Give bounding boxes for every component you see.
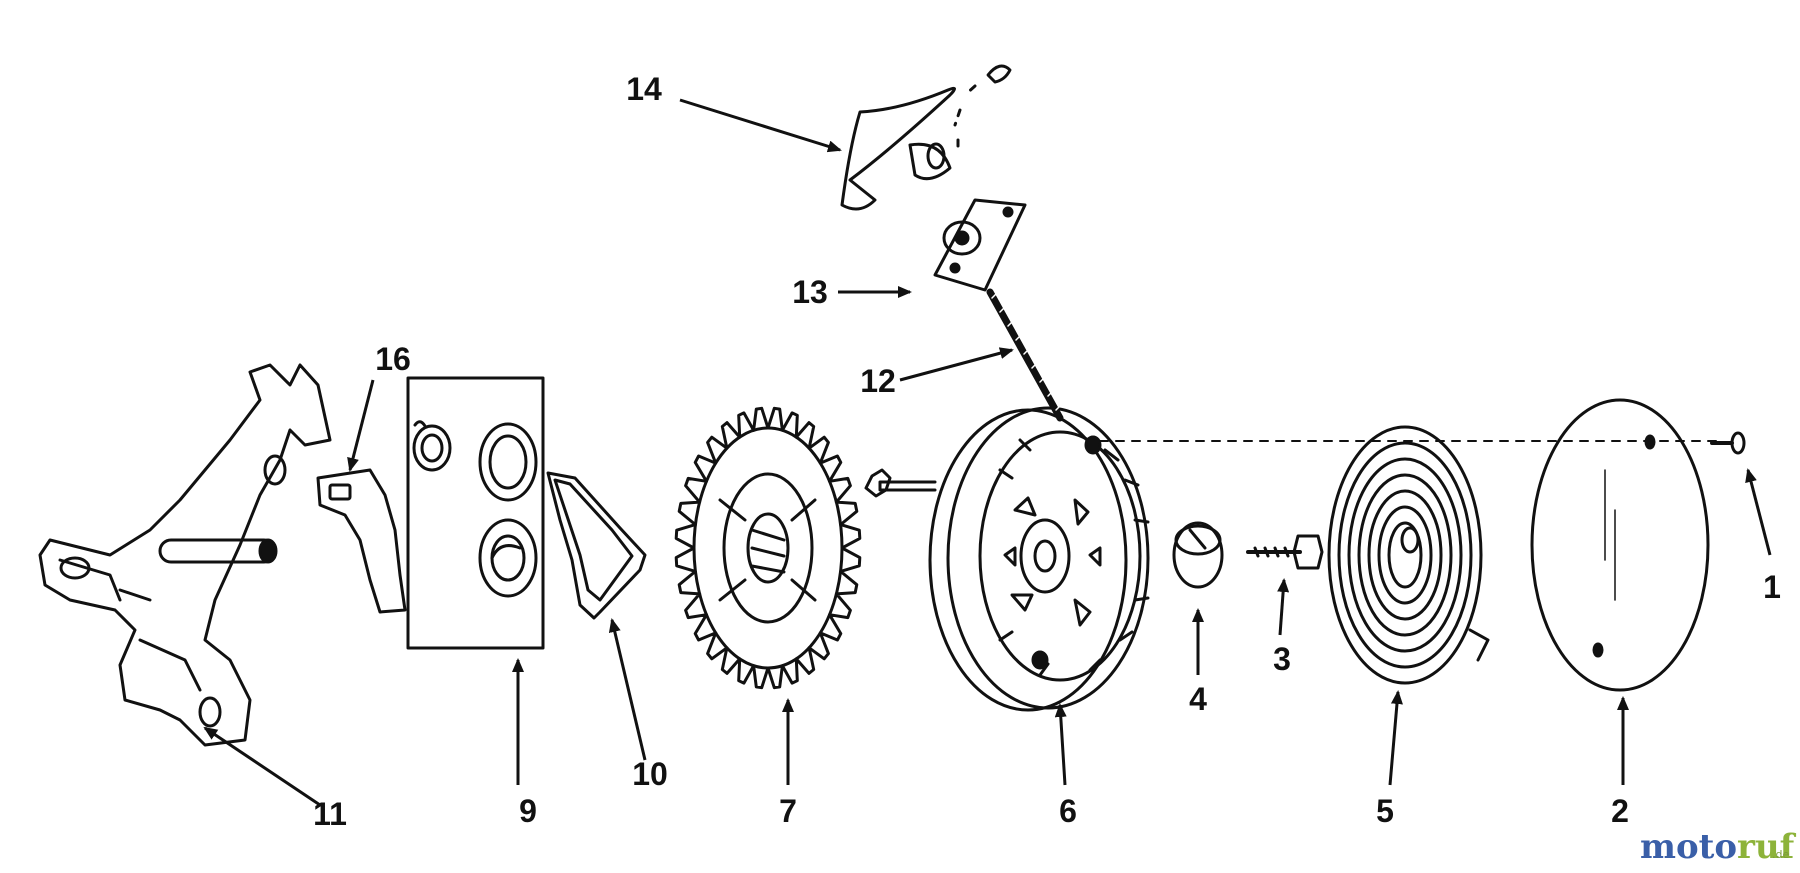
callout-6: 6 — [1059, 793, 1077, 829]
handle-part — [840, 64, 1012, 211]
svg-text:motoruf: motoruf — [1640, 827, 1797, 867]
recoil-spring-part — [1327, 425, 1490, 685]
callout-5: 5 — [1376, 793, 1394, 829]
watermark-suffix: .de — [1772, 848, 1789, 861]
callout-2: 2 — [1611, 793, 1629, 829]
bushing-part — [1172, 521, 1224, 589]
watermark-brand-part2: ruf — [1737, 827, 1797, 867]
callout-10: 10 — [632, 756, 668, 792]
leader-arrows — [203, 98, 1772, 807]
watermark-brand-part1: moto — [1640, 827, 1737, 867]
bolt-part — [1246, 534, 1324, 570]
callout-11: 11 — [313, 796, 347, 832]
callout-13: 13 — [792, 274, 828, 310]
gear-part — [674, 406, 862, 690]
seal-card-part — [406, 376, 545, 650]
plate-part — [933, 198, 1027, 292]
cover-plate-part — [1530, 398, 1710, 692]
watermark-logo: motoruf .de — [1640, 827, 1797, 867]
clip-part — [316, 468, 407, 614]
bracket-part — [38, 363, 332, 747]
callout-4: 4 — [1189, 681, 1207, 717]
callout-1: 1 — [1763, 569, 1781, 605]
callout-14: 14 — [626, 71, 662, 107]
pulley-part — [864, 406, 1150, 712]
wire-spring-part — [546, 471, 647, 620]
callout-16: 16 — [375, 341, 411, 377]
callout-labels: 14 13 12 16 11 9 10 7 6 4 3 5 2 1 — [313, 71, 1781, 832]
callout-3: 3 — [1273, 641, 1291, 677]
callout-7: 7 — [779, 793, 797, 829]
callout-9: 9 — [519, 793, 537, 829]
rope-part — [986, 288, 1064, 422]
callout-12: 12 — [860, 363, 896, 399]
screw-part — [1710, 431, 1746, 455]
